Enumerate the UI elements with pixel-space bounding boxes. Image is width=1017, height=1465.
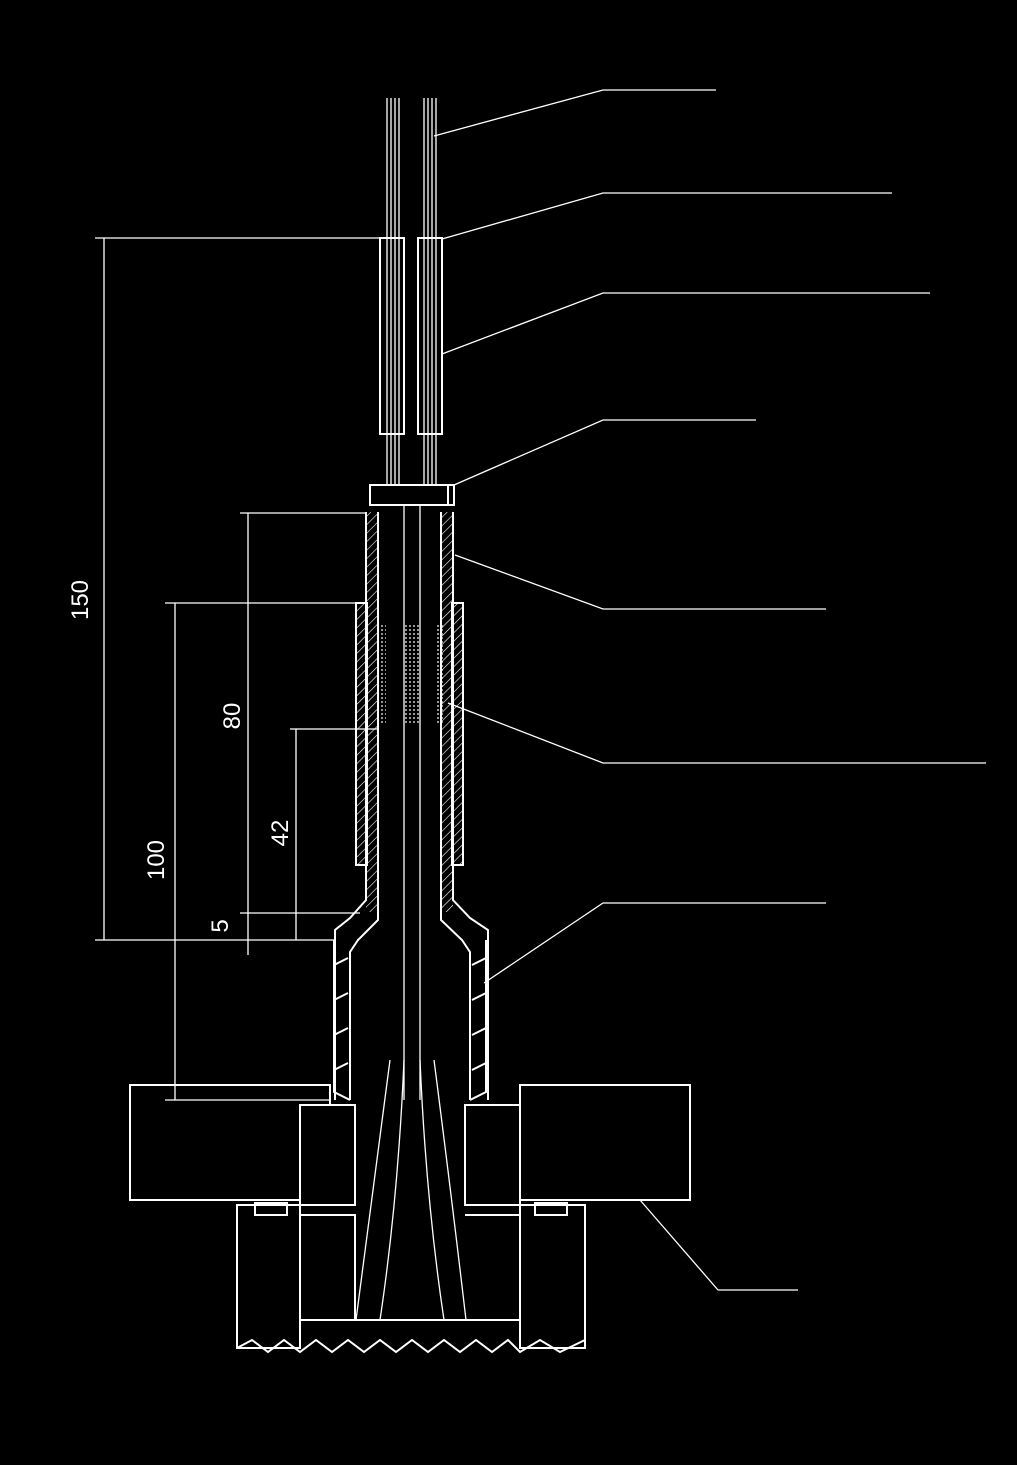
leader-3 xyxy=(441,292,930,355)
dimension-100-label: 100 xyxy=(143,840,170,880)
dimension-42-label: 42 xyxy=(267,820,294,847)
upper-cable-bundle xyxy=(379,98,443,485)
central-fibers xyxy=(355,505,467,1321)
leader-lines xyxy=(433,89,986,1291)
leader-5 xyxy=(454,554,826,610)
inner-tube xyxy=(334,512,489,1100)
leader-6 xyxy=(447,702,986,764)
seal-left xyxy=(254,1202,288,1216)
leader-1 xyxy=(433,89,716,137)
outer-sleeve xyxy=(355,602,464,866)
threaded-nipple xyxy=(333,940,487,1101)
leader-4 xyxy=(453,419,756,486)
dimension-lines xyxy=(95,237,380,1101)
leader-7 xyxy=(483,902,826,984)
dimension-5-label: 5 xyxy=(207,919,234,932)
leader-8 xyxy=(639,1199,798,1291)
flange-plate xyxy=(129,1084,691,1206)
leader-2 xyxy=(441,192,892,240)
clamp-ring xyxy=(369,484,455,506)
dimension-80-label: 80 xyxy=(219,703,246,730)
lower-housing xyxy=(236,1204,586,1354)
dimension-150-label: 150 xyxy=(67,580,94,620)
seal-right xyxy=(534,1202,568,1216)
